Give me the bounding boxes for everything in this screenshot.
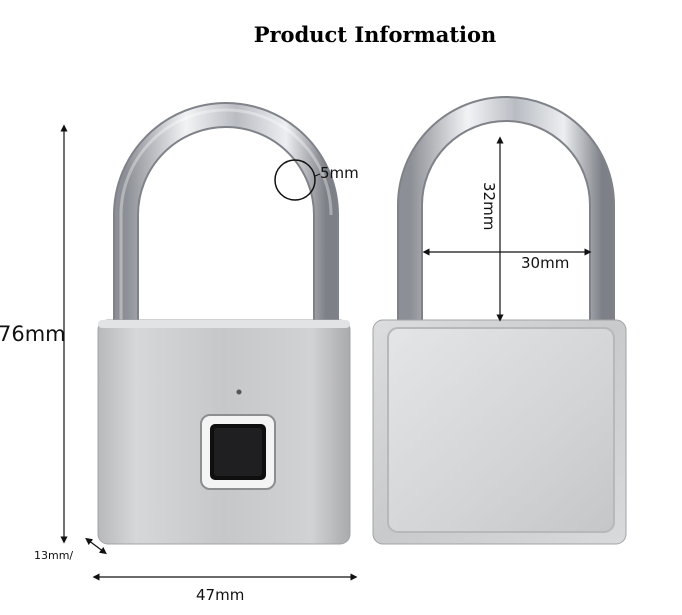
right-lock-body <box>372 319 627 545</box>
inner-width-label: 30mm <box>521 254 570 272</box>
shackle-diameter-label: 5mm <box>320 164 359 182</box>
shackle-diameter-callout <box>274 159 316 201</box>
left-shackle <box>113 102 339 322</box>
right-shackle <box>397 96 615 328</box>
led-indicator <box>236 389 242 395</box>
left-lock-body <box>97 319 351 545</box>
page-title: Product Information <box>253 22 497 47</box>
inner-height-label: 32mm <box>480 182 498 231</box>
thickness-dimension-line <box>85 537 107 555</box>
fingerprint-sensor <box>200 414 276 490</box>
height-label: 76mm <box>0 322 66 346</box>
width-label: 47mm <box>196 586 245 604</box>
thickness-label: 13mm/ <box>34 549 74 562</box>
